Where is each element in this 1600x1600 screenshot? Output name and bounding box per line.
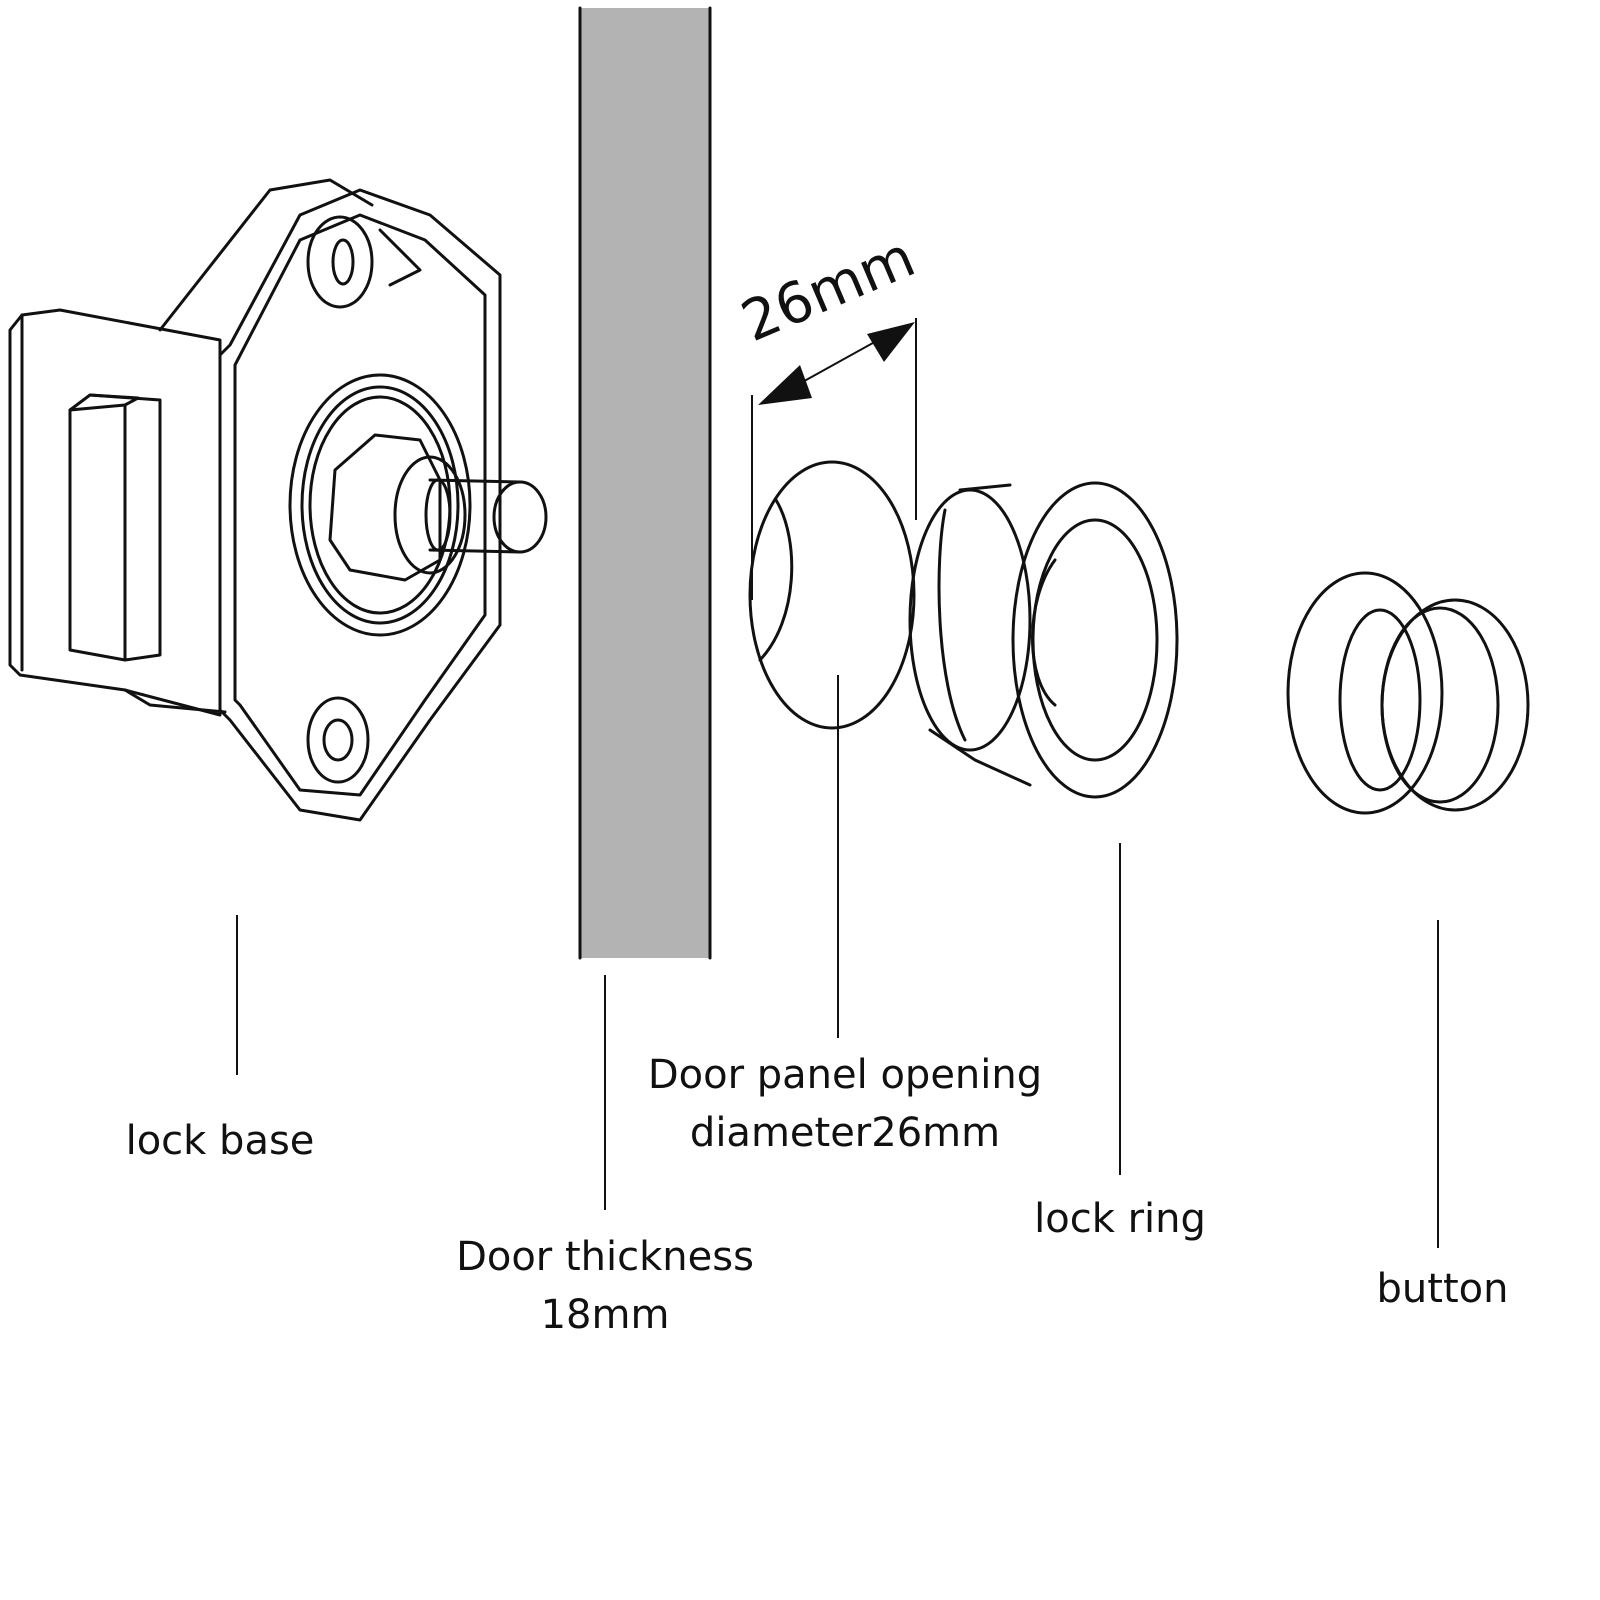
door-opening-label-line2: diameter26mm <box>689 1110 1001 1156</box>
button-label: button <box>1376 1266 1509 1312</box>
lock-base-label: lock base <box>125 1118 315 1164</box>
lock-ring-label: lock ring <box>1034 1196 1206 1242</box>
door-thickness-label-line2: 18mm <box>540 1292 670 1338</box>
door-opening-label-line1: Door panel opening <box>647 1052 1043 1098</box>
door-opening-drawing <box>748 460 916 730</box>
button-drawing <box>1286 571 1530 815</box>
door-thickness-label-line1: Door thickness <box>456 1234 754 1280</box>
lock-ring-drawing <box>908 481 1179 799</box>
door-thickness-label: Door thickness 18mm <box>440 1228 770 1344</box>
lock-base-drawing <box>8 178 548 822</box>
leader-lines <box>236 675 1439 1248</box>
door-opening-label: Door panel opening diameter26mm <box>640 1046 1050 1162</box>
dimension-26mm-marker <box>751 318 917 600</box>
door-panel-drawing <box>578 6 712 960</box>
